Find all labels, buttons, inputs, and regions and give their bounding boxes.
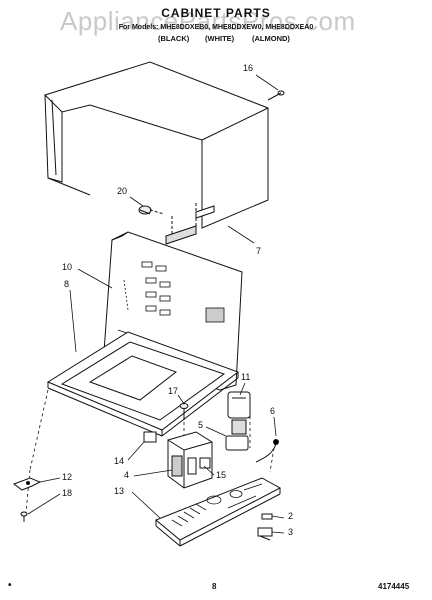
color-black: (BLACK) bbox=[158, 34, 190, 43]
page-number: 8 bbox=[212, 582, 217, 591]
part-15-bracket bbox=[199, 457, 211, 469]
callout-2: 2 bbox=[288, 511, 294, 521]
callout-10: 10 bbox=[62, 262, 73, 272]
callout-20: 20 bbox=[117, 186, 128, 196]
callout-11: 11 bbox=[241, 372, 251, 382]
callout-15: 15 bbox=[216, 470, 227, 480]
callout-18: 18 bbox=[62, 488, 73, 498]
callout-7: 7 bbox=[256, 246, 262, 256]
part-6-diode bbox=[255, 439, 279, 463]
outer-cabinet-wrapper bbox=[44, 61, 269, 245]
model-list: For Models: MHE8DDXEB0, MHE8DDXEW0, MHE8… bbox=[118, 24, 314, 31]
callout-12: 12 bbox=[62, 472, 73, 482]
callout-5: 5 bbox=[198, 420, 204, 430]
color-white: (WHITE) bbox=[205, 34, 235, 43]
bracket-12 bbox=[12, 477, 42, 491]
document-number: 4174445 bbox=[378, 582, 410, 591]
diagram-title: CABINET PARTS bbox=[161, 6, 271, 20]
callout-13: 13 bbox=[114, 486, 125, 496]
callout-6: 6 bbox=[270, 406, 276, 416]
screw-18 bbox=[20, 511, 28, 522]
part-2-fuse bbox=[261, 513, 273, 520]
transformer-4 bbox=[167, 431, 213, 489]
callout-3: 3 bbox=[288, 527, 294, 537]
part-14-block bbox=[143, 431, 157, 443]
callout-14: 14 bbox=[114, 456, 125, 466]
leader-lines bbox=[27, 74, 285, 534]
part-20-clip bbox=[138, 205, 165, 215]
callout-8: 8 bbox=[64, 279, 70, 289]
callout-17: 17 bbox=[168, 386, 179, 396]
bottom-plate-13 bbox=[155, 477, 282, 547]
part-3-holder bbox=[257, 527, 273, 541]
watermark: AppliancePartsPros.com bbox=[60, 6, 356, 36]
capacitor-11 bbox=[225, 391, 251, 451]
screw-16 bbox=[267, 90, 285, 101]
color-almond: (ALMOND) bbox=[252, 34, 290, 43]
callout-4: 4 bbox=[124, 470, 130, 480]
footer-bullet: • bbox=[8, 580, 12, 591]
base-tray bbox=[46, 331, 240, 437]
callout-16: 16 bbox=[243, 63, 254, 73]
